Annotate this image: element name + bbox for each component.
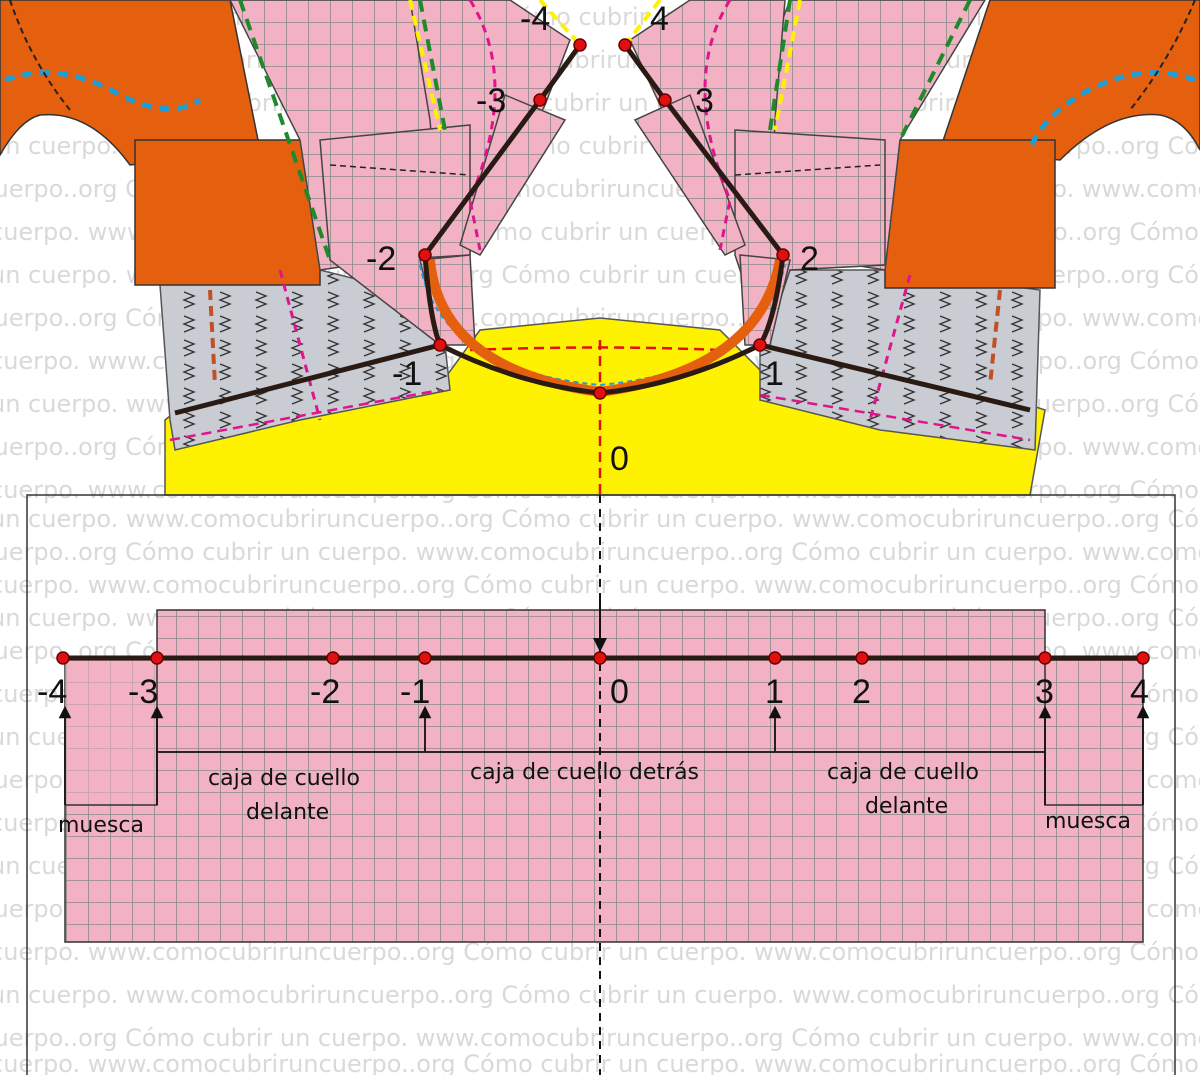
- label-front-left-2: delante: [246, 800, 329, 825]
- point-label: 3: [695, 82, 714, 120]
- neckline-points: [418, 38, 790, 400]
- point-label: -4: [520, 0, 550, 38]
- point-label: 1: [765, 355, 784, 393]
- point-label: 4: [650, 0, 669, 38]
- point-label: 2: [800, 240, 819, 278]
- label-front-right-2: delante: [865, 794, 948, 819]
- orange-panel-left: [134, 139, 321, 286]
- point-label: -3: [476, 82, 506, 120]
- strip-point-label: -2: [310, 673, 340, 711]
- strip-point-label: 0: [610, 673, 629, 711]
- label-front-left-1: caja de cuello: [208, 766, 360, 791]
- strip-point-label: 3: [1035, 673, 1054, 711]
- strip-points: [56, 651, 1150, 665]
- strip-point-label: 2: [852, 673, 871, 711]
- strip-point-label: -3: [128, 673, 158, 711]
- label-notch-right: muesca: [1045, 809, 1131, 834]
- strip-point-label: 4: [1130, 673, 1149, 711]
- strip-point-label: 1: [765, 673, 784, 711]
- label-back: caja de cuello detrás: [470, 760, 699, 785]
- strip-point-label: -4: [37, 673, 67, 711]
- point-label: -2: [366, 240, 396, 278]
- orange-sleeve-right-top: [938, 0, 1200, 161]
- point-label: 0: [610, 440, 629, 478]
- bodice-illustration: -4 -3 -2 -1 0 4 3 2 1: [0, 0, 1200, 496]
- strip-point-label: -1: [400, 673, 430, 711]
- notch-left: [65, 660, 157, 805]
- gray-piece-left: [159, 269, 451, 451]
- point-label: -1: [392, 355, 422, 393]
- orange-panel-right: [884, 139, 1056, 289]
- collar-strip: -4 -3 -2 -1 0 1 2 3 4 caja de cuello del…: [37, 495, 1150, 1075]
- label-front-right-1: caja de cuello: [827, 760, 979, 785]
- orange-sleeve-left-top: [0, 0, 261, 166]
- label-notch-left: muesca: [58, 813, 144, 838]
